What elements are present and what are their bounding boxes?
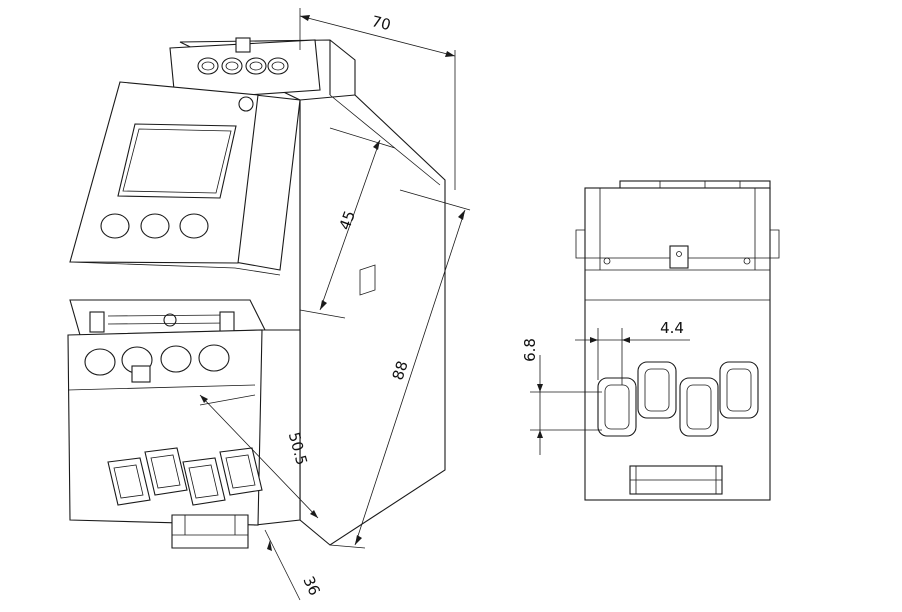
front-din-foot-detail bbox=[630, 466, 722, 494]
display-module-front bbox=[69, 81, 259, 264]
terminal-block-front bbox=[67, 329, 263, 526]
control-buttons bbox=[100, 213, 209, 239]
clip-screw bbox=[163, 313, 177, 327]
isometric-view bbox=[67, 37, 446, 549]
dim-terminal-height-label: 6.8 bbox=[521, 338, 539, 362]
lcd-screen-inner bbox=[122, 128, 232, 194]
wire-terminals bbox=[107, 447, 263, 506]
rear-terminal-holes bbox=[197, 57, 289, 75]
left-latch bbox=[89, 311, 105, 333]
rear-top-block bbox=[169, 39, 321, 101]
dim-body-height-label: 88 bbox=[389, 359, 412, 383]
terminal-tab bbox=[131, 365, 151, 383]
button-2 bbox=[140, 213, 170, 239]
dim-top-height-label: 45 bbox=[336, 208, 359, 232]
din-rail-foot bbox=[171, 514, 249, 549]
front-marker-right bbox=[743, 257, 751, 265]
front-outline bbox=[584, 187, 771, 501]
button-1 bbox=[100, 213, 130, 239]
terminal-block-ledge bbox=[67, 384, 256, 391]
dim-bottom-depth-label: 36 bbox=[299, 573, 323, 598]
front-marker-left bbox=[603, 257, 611, 265]
button-3 bbox=[179, 213, 209, 239]
front-center-tab bbox=[669, 245, 689, 269]
screw-holes bbox=[84, 344, 230, 376]
display-module-bevel bbox=[69, 261, 281, 276]
front-terminals bbox=[597, 361, 759, 437]
front-view bbox=[575, 180, 780, 501]
dim-terminal-spacing-label: 4.4 bbox=[660, 319, 684, 337]
front-dimensions: 4.4 6.8 bbox=[521, 319, 690, 455]
right-latch bbox=[219, 311, 235, 333]
front-side-rails bbox=[575, 229, 780, 259]
clip-bar-detail bbox=[107, 314, 229, 325]
lcd-screen bbox=[117, 123, 237, 199]
rear-top-clip bbox=[235, 37, 251, 53]
indicator-led bbox=[238, 96, 254, 112]
dim-width-label: 70 bbox=[370, 12, 393, 34]
din-rail-foot-detail bbox=[172, 515, 248, 536]
